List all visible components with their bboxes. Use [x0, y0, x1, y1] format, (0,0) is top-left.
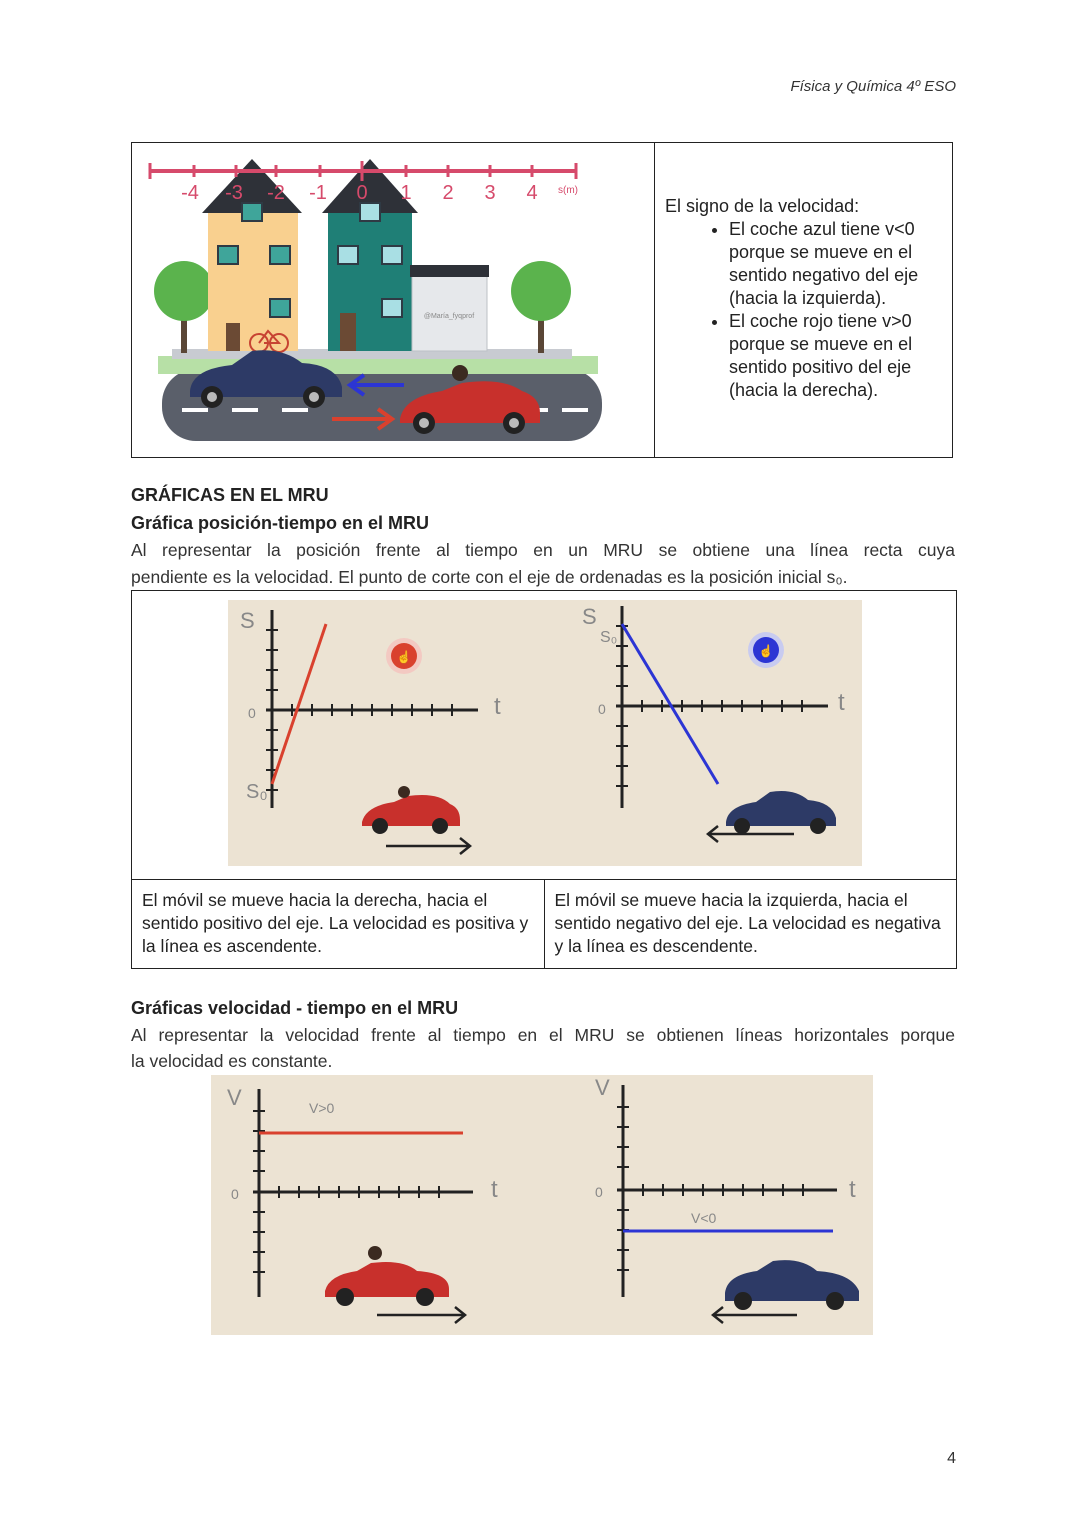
blue-pointer-icon [753, 637, 779, 663]
axis-tick-label: 3 [484, 182, 495, 204]
axis-label-zero: 0 [248, 705, 256, 721]
axis-tick-label: -3 [225, 182, 243, 204]
axis-tick-label: -1 [309, 182, 327, 204]
axis-label-t: t [838, 689, 845, 716]
caption-right: El móvil se mueve hacia la izquierda, ha… [554, 890, 941, 956]
axis-label-s: S [240, 608, 255, 633]
right-arrow-icon [386, 837, 473, 855]
svg-text:☝: ☝ [759, 643, 774, 658]
velocity-sign-text-cell: El signo de la velocidad: El coche azul … [655, 143, 952, 457]
red-car-icon [325, 1246, 449, 1306]
axis-label-t: t [491, 1176, 498, 1203]
list-item: El coche azul tiene v<0 porque se mueve … [729, 218, 944, 310]
axis-label-zero: 0 [598, 701, 606, 717]
page-header: Física y Química 4º ESO [790, 78, 956, 95]
velocity-sign-list: El coche azul tiene v<0 porque se mueve … [665, 218, 944, 402]
axis-label-s0: S₀ [600, 629, 617, 646]
label-v-negative: V<0 [691, 1210, 717, 1226]
list-item: El coche rojo tiene v>0 porque se mueve … [729, 310, 944, 402]
axis-tick-label: -4 [181, 182, 199, 204]
axis-label-t: t [494, 693, 501, 720]
axis-label-v: V [595, 1075, 610, 1100]
page-number: 4 [947, 1450, 956, 1467]
left-arrow-icon [346, 373, 404, 397]
right-arrow-icon [377, 1306, 468, 1324]
velocity-time-graphs: V 0 V>0 t V 0 V<0 t [211, 1075, 873, 1335]
axis-label-zero: 0 [231, 1186, 239, 1202]
axis-tick-label: -2 [267, 182, 285, 204]
velocity-sign-table: @María_fyqprof -4 -3 -2 -1 0 1 [131, 142, 953, 458]
axis-tick-label: 1 [400, 182, 411, 204]
position-time-table: S 0 S₀ t ☝ [131, 590, 957, 969]
svg-text:☝: ☝ [397, 649, 412, 664]
velocity-time-text-line2: la velocidad es constante. [131, 1051, 333, 1071]
axis-unit-label: s(m) [558, 185, 578, 196]
red-car-icon [362, 786, 460, 834]
left-arrow-icon [705, 825, 794, 843]
street-illustration: @María_fyqprof -4 -3 -2 -1 0 1 [148, 159, 602, 441]
blue-car-icon [726, 791, 836, 834]
velocity-sign-intro: El signo de la velocidad: [665, 196, 860, 216]
right-arrow-icon [332, 407, 396, 431]
axis-label-zero: 0 [595, 1184, 603, 1200]
section-title: GRÁFICAS EN EL MRU [131, 485, 329, 505]
blue-car-icon [725, 1260, 859, 1310]
axis-label-t: t [849, 1176, 856, 1203]
street-illustration-cell: @María_fyqprof -4 -3 -2 -1 0 1 [132, 143, 655, 457]
axis-label-s: S [582, 604, 597, 629]
subsection-title-position-time: Gráfica posición-tiempo en el MRU [131, 513, 430, 533]
red-pointer-icon [391, 643, 417, 669]
position-time-text-line1: Al representar la posición frente al tie… [131, 540, 955, 560]
position-time-captions-row: El móvil se mueve hacia la derecha, haci… [132, 880, 956, 968]
left-arrow-icon [710, 1306, 797, 1324]
position-time-text-line2: pendiente es la velocidad. El punto de c… [131, 567, 848, 587]
axis-label-s0: S₀ [246, 781, 268, 803]
axis-tick-label: 0 [356, 182, 367, 204]
caption-left: El móvil se mueve hacia la derecha, haci… [132, 880, 545, 968]
axis-label-v: V [227, 1085, 242, 1110]
label-v-positive: V>0 [309, 1100, 335, 1116]
velocity-time-text-line1: Al representar la velocidad frente al ti… [131, 1025, 955, 1045]
blue-car-icon [190, 350, 342, 408]
axis-tick-label: 2 [442, 182, 453, 204]
red-car-icon [400, 365, 540, 434]
subsection-title-velocity-time: Gráficas velocidad - tiempo en el MRU [131, 998, 459, 1018]
position-time-graphs-cell: S 0 S₀ t ☝ [132, 591, 956, 880]
watermark-text: @María_fyqprof [424, 313, 474, 320]
position-time-graphs: S 0 S₀ t ☝ [228, 600, 862, 866]
axis-tick-label: 4 [526, 182, 537, 204]
